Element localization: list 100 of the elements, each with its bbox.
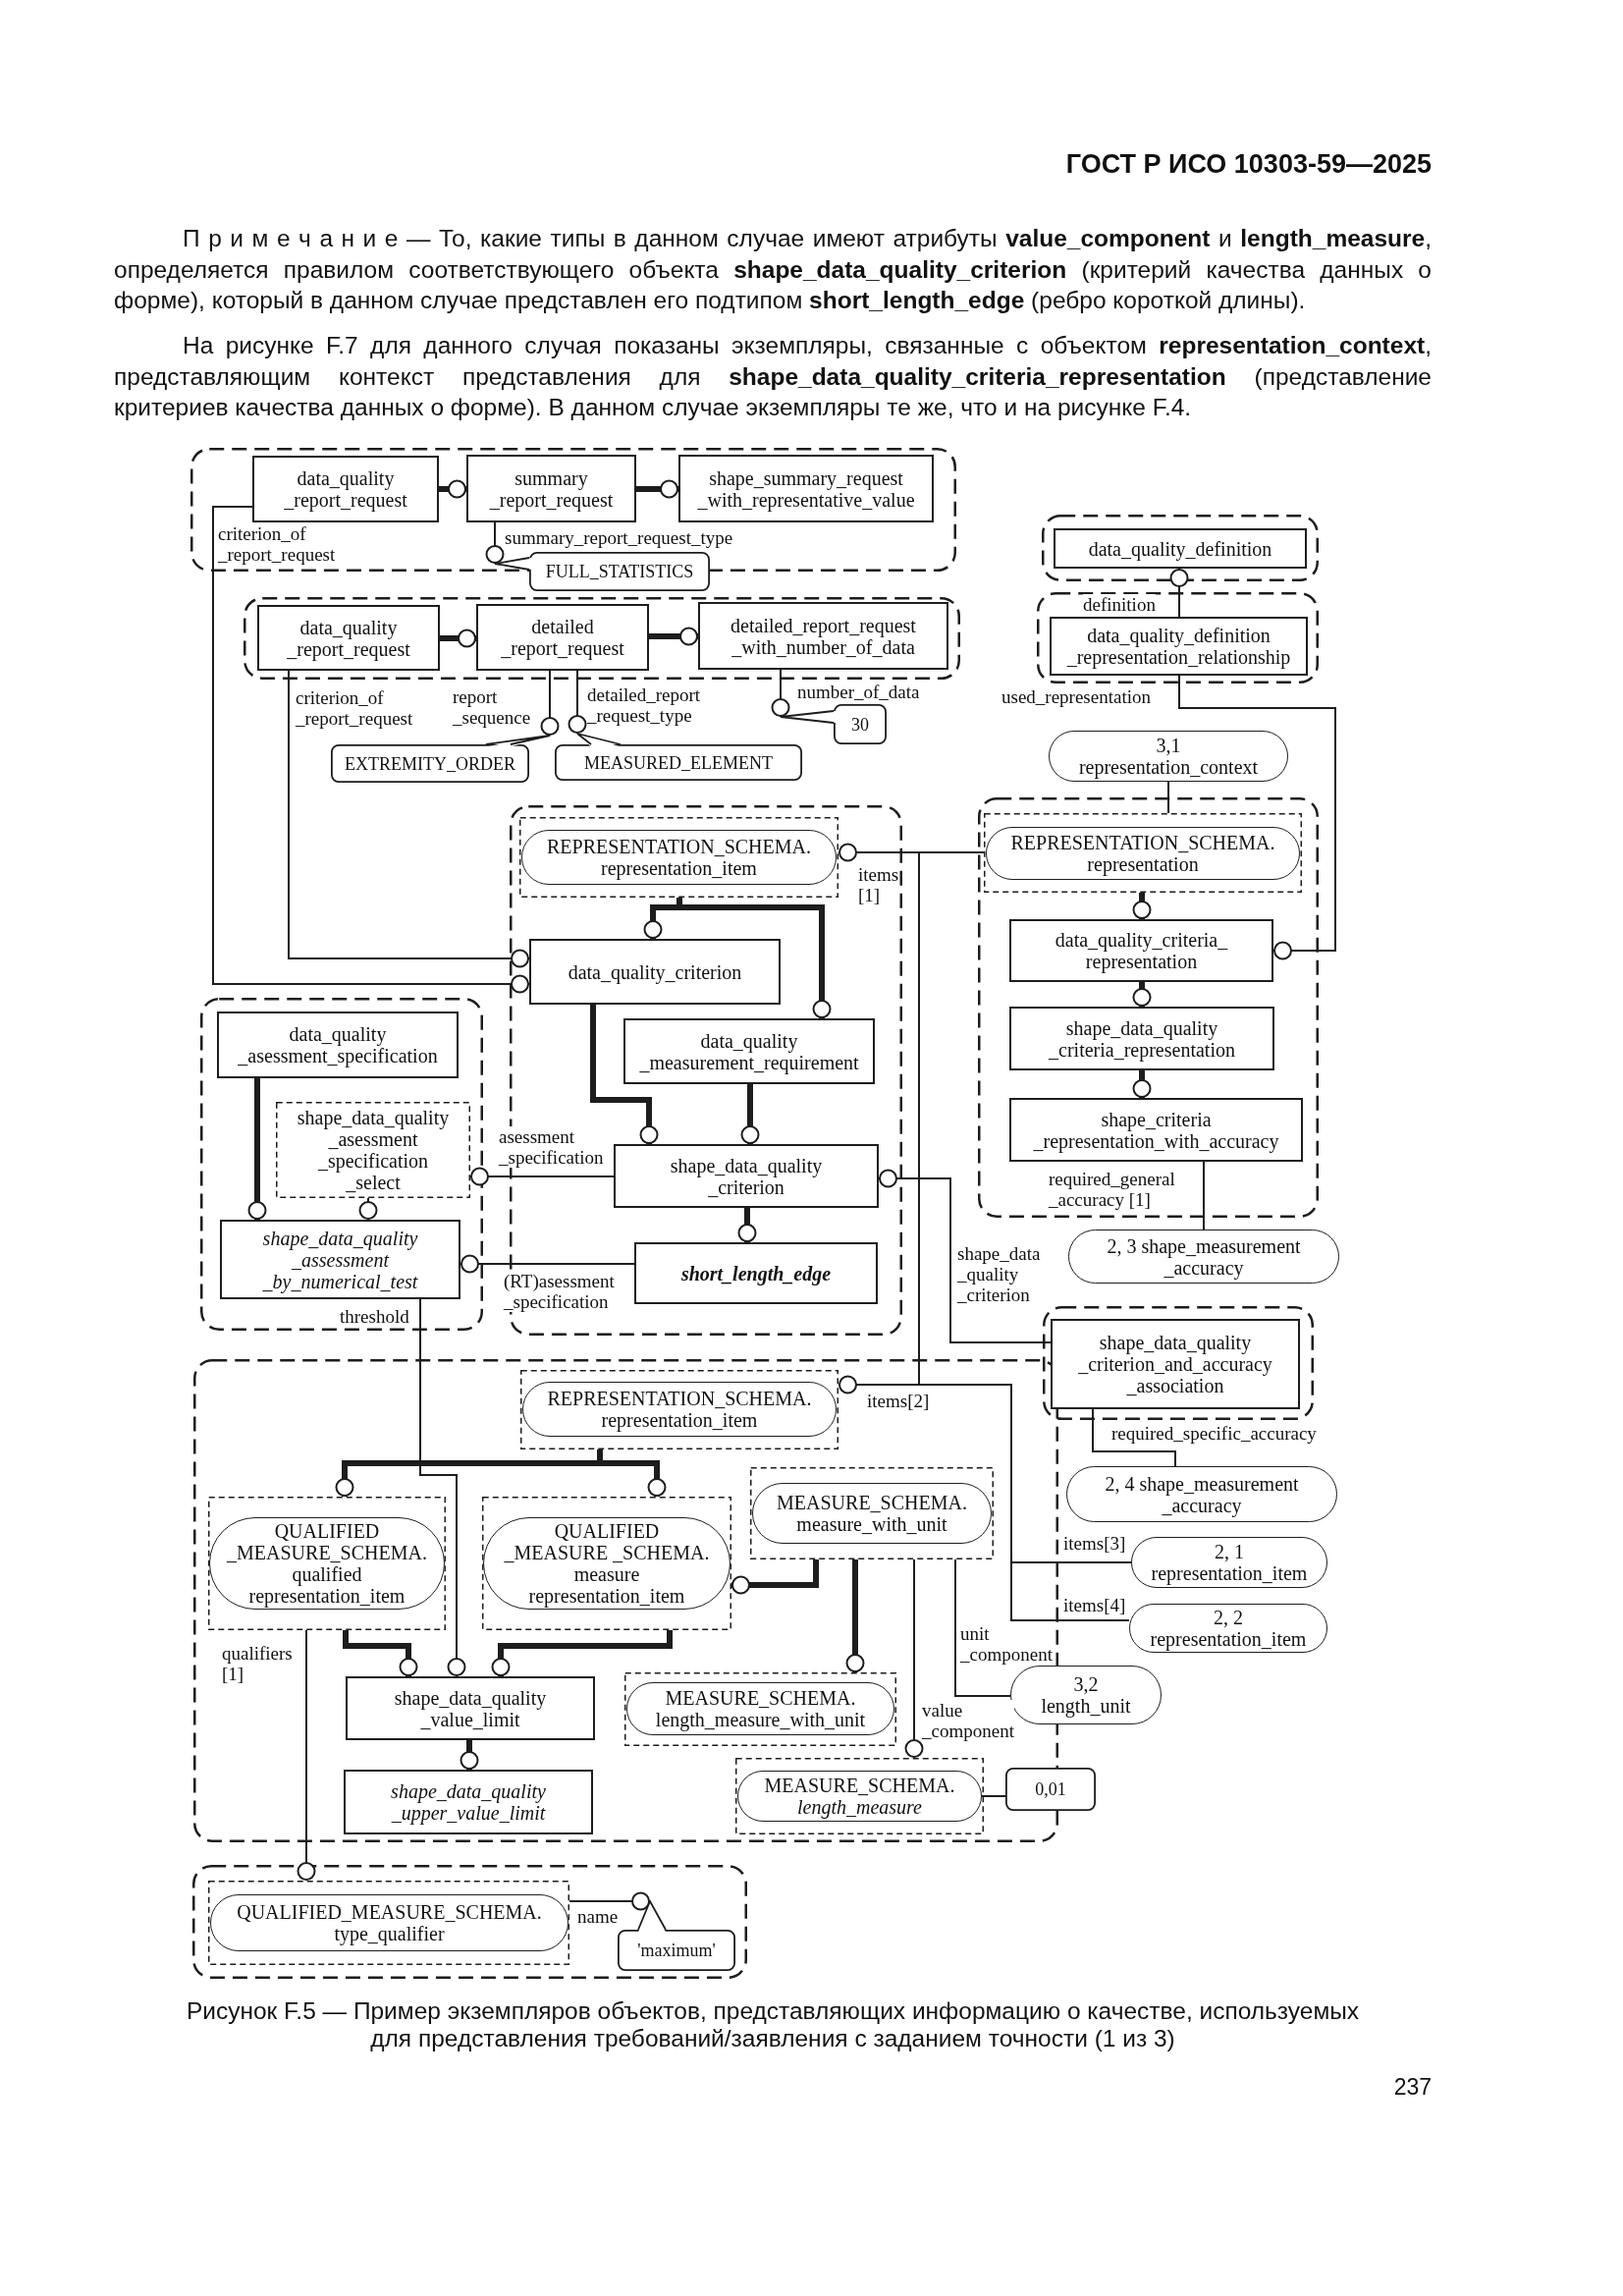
entity-name: shape_criteria _representation_with_accuracy <box>1033 1108 1279 1152</box>
rounded-entity-box <box>626 1682 894 1735</box>
connector <box>1169 568 1189 618</box>
connector <box>358 1197 378 1221</box>
dashed-frame <box>984 813 1302 893</box>
thick-connector <box>597 1449 667 1497</box>
value-callout <box>331 736 550 783</box>
entity-name: 3,2 length_unit <box>1041 1673 1131 1717</box>
value-callout <box>781 704 887 744</box>
connector <box>568 1891 651 1911</box>
rounded-entity-box <box>737 1771 982 1822</box>
connector <box>771 669 790 718</box>
entity-name: shape_data_quality _asessment _specification _select <box>297 1107 450 1193</box>
thick-connector <box>491 1630 673 1676</box>
value-callout <box>555 734 802 781</box>
dashed-group-frame <box>1037 592 1319 683</box>
rounded-entity-box <box>1066 1466 1337 1522</box>
thick-connector <box>740 1084 760 1144</box>
connector <box>568 670 587 735</box>
dashed-select-box <box>276 1102 470 1198</box>
entity-name: QUALIFIED _MEASURE _SCHEMA. measure representation_item <box>504 1520 710 1607</box>
rounded-entity-box <box>1131 1537 1327 1588</box>
connector <box>288 670 530 968</box>
entity-name: REPRESENTATION_SCHEMA. representation <box>1010 832 1275 875</box>
rounded-entity-box <box>1129 1604 1327 1653</box>
entity-box <box>1009 1098 1303 1162</box>
entity-name: shape_data_quality _criteria_representation <box>1049 1016 1235 1061</box>
dashed-group-frame <box>978 797 1319 1218</box>
edge-label: number_of_data <box>797 682 920 702</box>
thick-connector <box>1132 893 1152 919</box>
rounded-entity-box <box>752 1483 992 1544</box>
connector <box>212 506 530 994</box>
value-callout <box>1005 1768 1096 1811</box>
entity-name: MEASURE_SCHEMA. measure_with_unit <box>777 1492 967 1535</box>
connector <box>981 1795 1006 1797</box>
entity-name: detailed _report_request <box>501 616 624 659</box>
entity-name: shape_data_quality _value_limit <box>394 1686 547 1730</box>
connector <box>540 670 560 737</box>
page-number: 237 <box>1393 2073 1432 2102</box>
body-paragraph: На рисунке F.7 для данного случая показаны экземпляры, связанные с объектом representation_context, представляющим контекст представления для shape_data_quality_criteria_representation (представление критериев качества данных о форме). В данном случае экземпляры те же, что и на рисунке F.4. <box>114 331 1432 422</box>
entity-name: data_quality_definition _representation_relationship <box>1066 625 1291 668</box>
connector <box>460 1254 635 1274</box>
entity-name: QUALIFIED_MEASURE_SCHEMA. type_qualifier <box>237 1901 542 1944</box>
figure-caption: Рисунок F.5 — Пример экземпляров объектов, представляющих информацию о качестве, используемых для представления требований/заявления с заданием точности (1 из 3) <box>185 1997 1361 2052</box>
entity-name: MEASURE_SCHEMA. length_measure <box>764 1775 955 1818</box>
entity-box <box>1054 528 1307 569</box>
entity-name: data_quality _report_request <box>287 616 410 660</box>
entity-name: REPRESENTATION_SCHEMA. representation_item <box>547 1388 812 1431</box>
dashed-group-frame <box>1043 1306 1314 1420</box>
entity-box <box>257 605 440 671</box>
entity-box <box>698 602 948 670</box>
entity-box <box>614 1144 879 1208</box>
thick-connector <box>845 1559 865 1672</box>
entity-name: 2, 1 representation_item <box>1151 1541 1308 1584</box>
entity-name: shape_data_quality _criterion <box>670 1154 823 1198</box>
entity-box <box>220 1220 460 1299</box>
connector <box>1167 781 1169 814</box>
entity-name: 2, 3 shape_measurement _accuracy <box>1107 1234 1301 1279</box>
rounded-entity-box <box>522 1382 837 1437</box>
entity-name: data_quality _asessment_specification <box>238 1023 438 1066</box>
entity-name: short_length_edge <box>680 1262 832 1285</box>
rounded-entity-box <box>521 830 837 885</box>
connector <box>1178 675 1336 960</box>
thick-connector <box>737 1208 757 1242</box>
entity-box <box>252 456 439 522</box>
thick-connector <box>590 1005 659 1144</box>
dashed-frame <box>208 1497 446 1630</box>
thick-connector <box>649 627 698 646</box>
thick-connector <box>676 898 832 1018</box>
value-text: EXTREMITY_ORDER <box>345 752 515 775</box>
edge-label: required_specific_accuracy <box>1111 1423 1317 1444</box>
value-callout <box>495 552 710 591</box>
dashed-frame <box>520 1370 839 1449</box>
thick-connector <box>439 479 466 499</box>
rounded-entity-box <box>986 827 1300 880</box>
connector <box>469 1167 615 1186</box>
note-paragraph: П р и м е ч а н и е — То, какие типы в данном случае имеют атрибуты value_component и length_measure, определяется правилом соответствующего объекта shape_data_quality_criterion (критерий качества данных о форме), который в данном случае представлен его подтипом short_length_edge (ребро короткой длины). <box>114 224 1432 315</box>
connector <box>1203 1161 1205 1230</box>
entity-name: shape_summary_request _with_representative_value <box>697 466 915 511</box>
dashed-frame <box>482 1497 731 1630</box>
connector <box>485 521 505 565</box>
entity-name: data_quality_criteria_ representation <box>1055 929 1228 972</box>
entity-name: 3,1 representation_context <box>1078 735 1259 778</box>
thick-connector <box>1132 982 1152 1007</box>
thick-connector <box>247 1078 267 1220</box>
entity-box <box>1009 1007 1274 1070</box>
dashed-frame <box>735 1758 984 1834</box>
edge-label: (RT)asessment _specification <box>504 1271 615 1312</box>
entity-name: REPRESENTATION_SCHEMA. representation_item <box>547 836 811 879</box>
entity-name: shape_data_quality _assessment _by_numerical_test <box>262 1227 418 1292</box>
value-text: 30 <box>851 713 869 736</box>
rounded-entity-box <box>483 1517 730 1610</box>
rounded-entity-box <box>210 1894 568 1951</box>
entity-box <box>1050 617 1308 676</box>
value-text: 0,01 <box>1035 1778 1066 1800</box>
rounded-entity-box <box>209 1517 445 1610</box>
entity-box <box>346 1676 595 1740</box>
connector <box>419 1298 466 1677</box>
thick-connector <box>731 1559 819 1595</box>
entity-box <box>634 1242 878 1304</box>
